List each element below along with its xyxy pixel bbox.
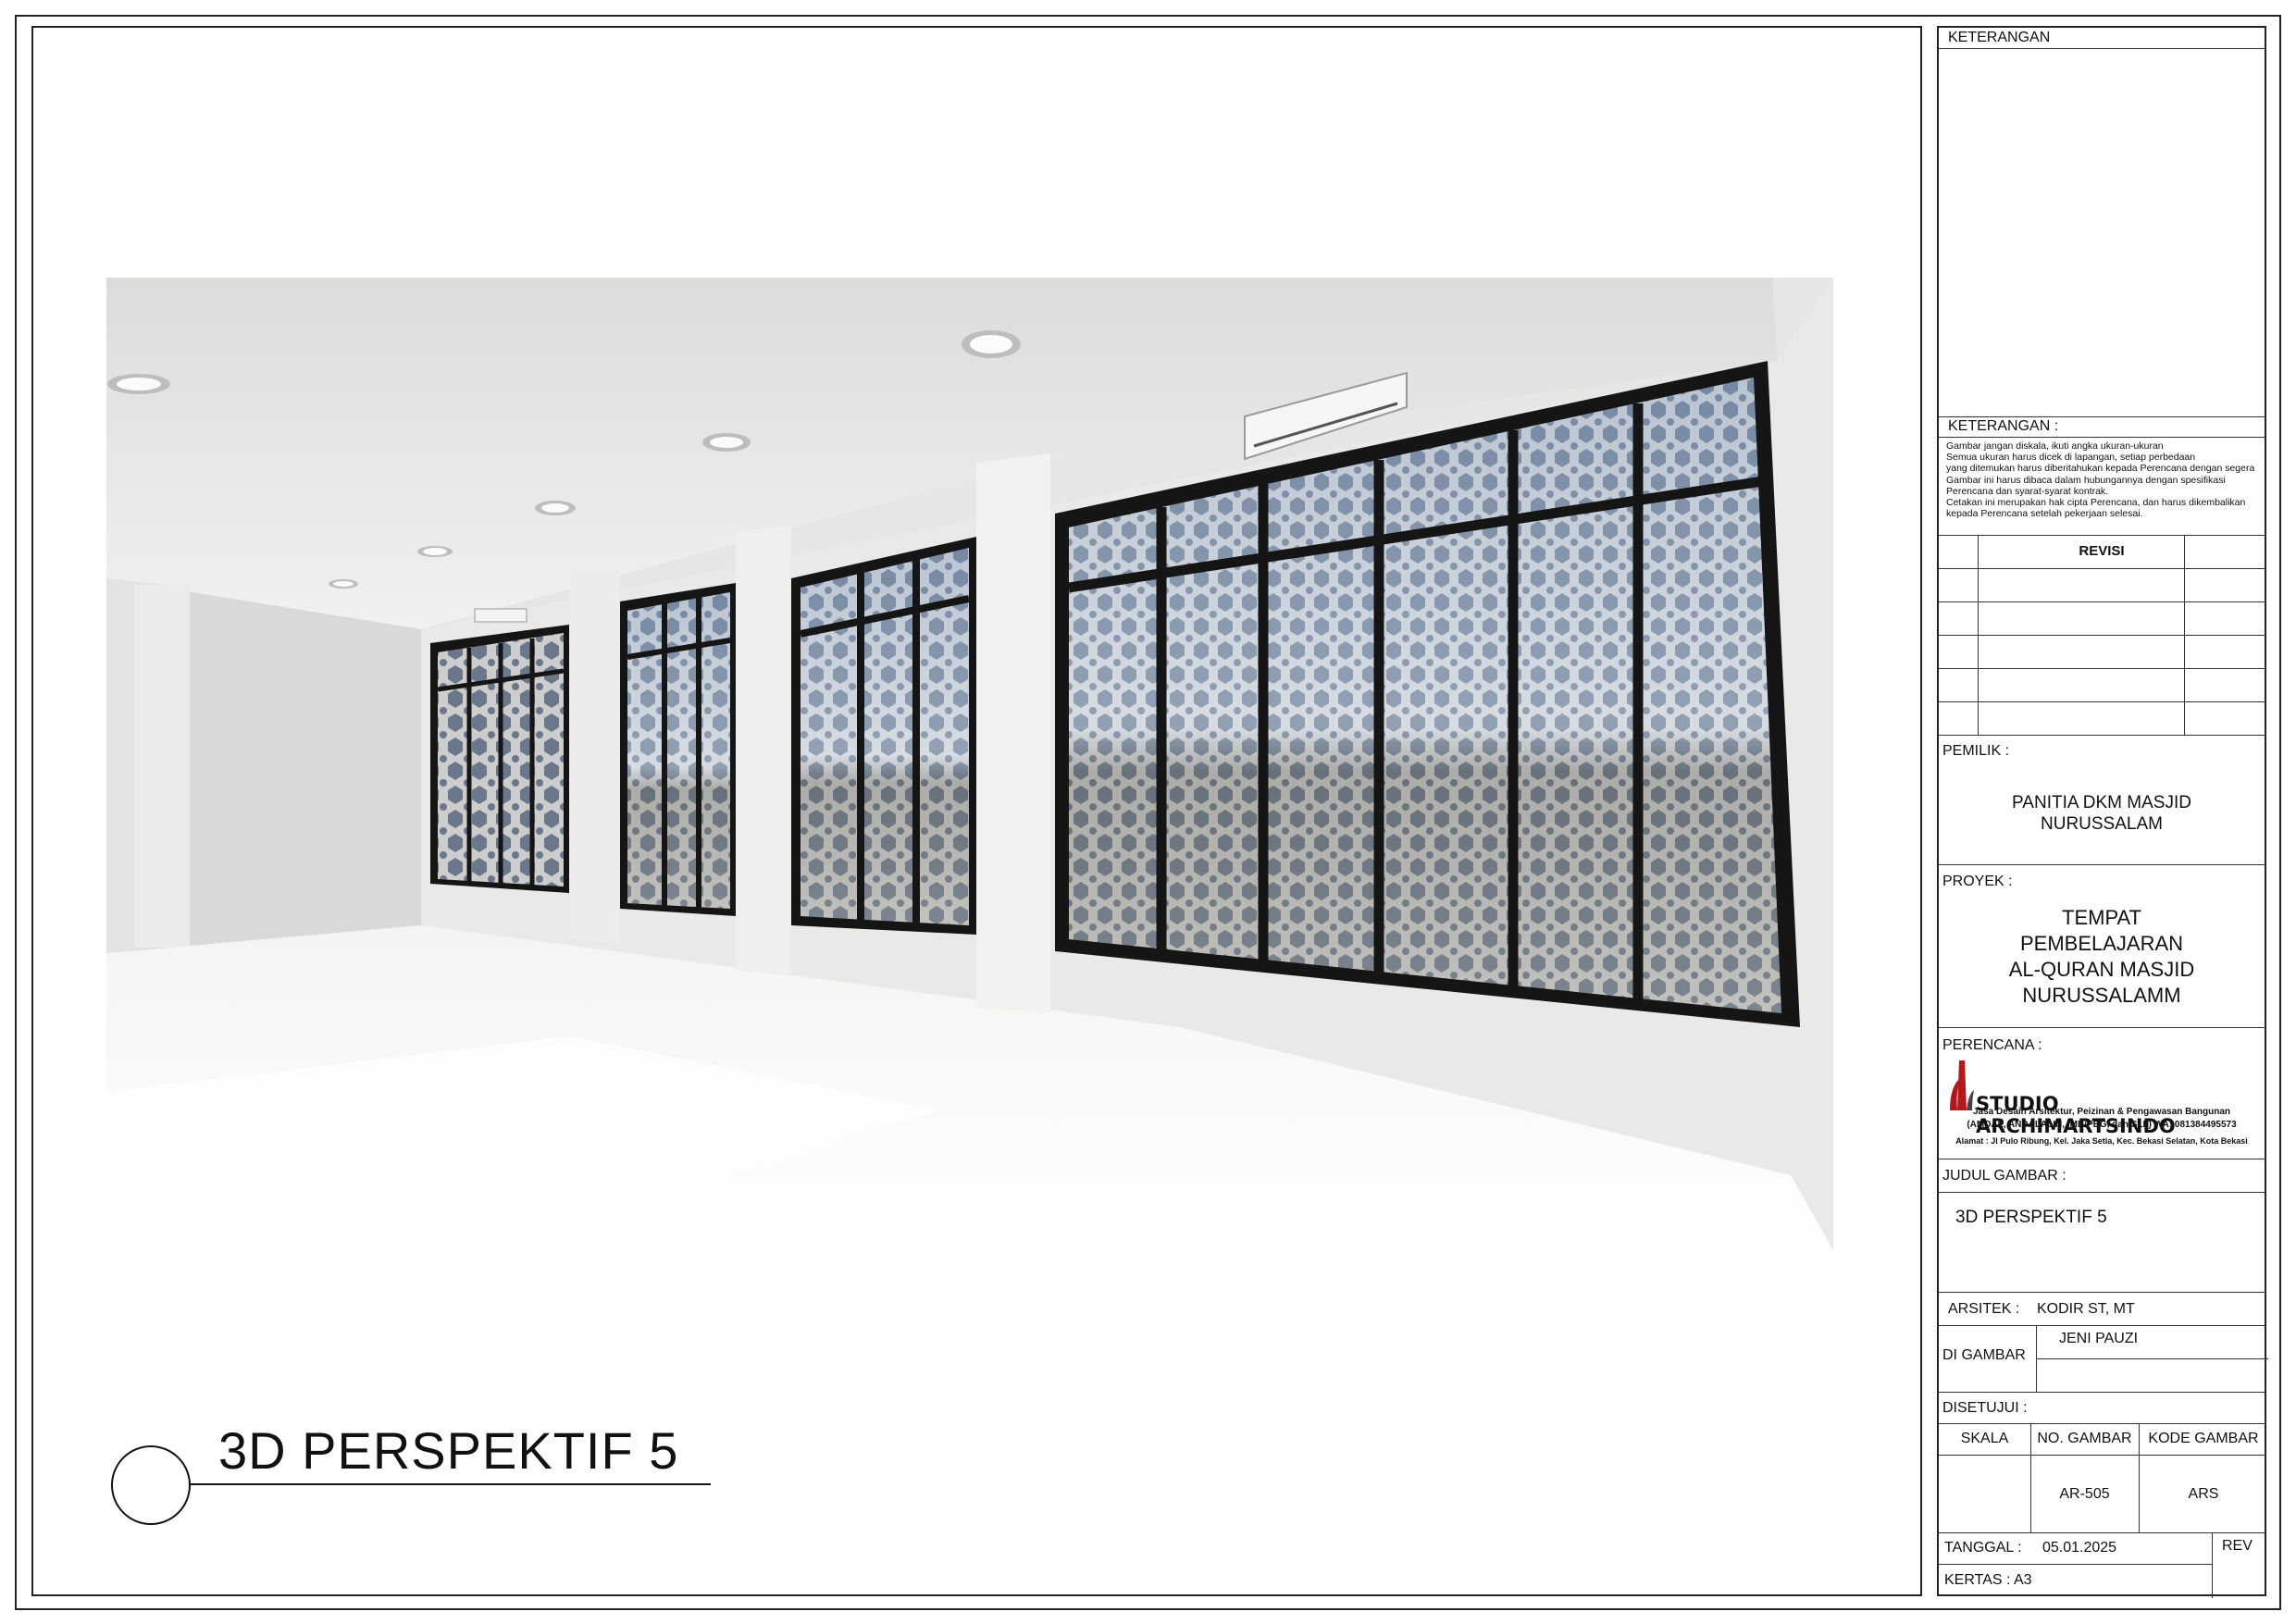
studio-name: STUDIO ARCHIMARTSINDO [1976, 1093, 2176, 1137]
pemilik-value: PANITIA DKM MASJID NURUSSALAM [2012, 793, 2191, 834]
digambar-label: DI GAMBAR [1942, 1347, 2026, 1363]
no-gambar-value: AR-505 [2059, 1486, 2110, 1502]
proyek-value: TEMPAT PEMBELAJARAN AL-QURAN MASJID NURU… [2008, 906, 2195, 1007]
divider [1939, 1455, 2265, 1456]
kode-gambar-label: KODE GAMBAR [2148, 1431, 2259, 1446]
drawing-area-border [31, 26, 1922, 1596]
judul-gambar-label: JUDUL GAMBAR : [1942, 1168, 2066, 1184]
revisi-header: REVISI [2079, 543, 2125, 559]
kertas-label: KERTAS : A3 [1944, 1572, 2032, 1588]
divider [1939, 1027, 2265, 1028]
drawing-title-underline [191, 1483, 711, 1485]
divider [2139, 1423, 2140, 1532]
keterangan-label: KETERANGAN : [1948, 418, 2059, 434]
tanggal-value: 05.01.2025 [2042, 1540, 2117, 1556]
arsitek-label: ARSITEK : [1948, 1301, 2020, 1317]
studio-logo-icon [1950, 1060, 1974, 1110]
divider [1939, 1564, 2212, 1565]
tanggal-label: TANGGAL : [1944, 1540, 2022, 1556]
drawing-title: 3D PERSPEKTIF 5 [218, 1421, 679, 1480]
divider [1939, 48, 2265, 49]
divider [1939, 535, 2265, 536]
proyek-label: PROYEK : [1942, 874, 2013, 889]
divider [1939, 1392, 2265, 1393]
divider [1939, 701, 2265, 702]
divider [1939, 1192, 2265, 1193]
studio-services: Jasa Desain Arsitektur, Peizinan & Penga… [1972, 1107, 2231, 1117]
divider [1939, 864, 2265, 865]
divider [2212, 1532, 2213, 1598]
divider [1939, 1325, 2265, 1326]
pemilik-label: PEMILIK : [1942, 743, 2010, 759]
studio-address: Alamat : Jl Pulo Ribung, Kel. Jaka Setia… [1955, 1136, 2248, 1146]
divider [1939, 668, 2265, 669]
divider [1939, 601, 2265, 602]
disetujui-label: DISETUJUI : [1942, 1400, 2028, 1416]
divider [1978, 535, 1979, 735]
divider [2184, 535, 2185, 735]
arsitek-value: KODIR ST, MT [2037, 1301, 2135, 1317]
digambar-value: JENI PAUZI [2059, 1331, 2139, 1346]
divider [1939, 568, 2265, 569]
interior-render-illustration [106, 278, 1833, 1250]
divider [2036, 1358, 2268, 1359]
divider [1939, 437, 2265, 438]
perspective-render [106, 278, 1833, 1250]
keterangan-top-label: KETERANGAN [1948, 30, 2051, 45]
divider [1939, 416, 2265, 417]
drawing-title-circle [111, 1445, 191, 1525]
divider [1939, 635, 2265, 636]
sheet-border [15, 15, 2281, 1610]
divider [1939, 1532, 2265, 1533]
title-block: KETERANGAN KETERANGAN : Gambar jangan di… [1937, 26, 2268, 1598]
no-gambar-label: NO. GAMBAR [2037, 1431, 2132, 1446]
divider [1939, 1292, 2265, 1293]
judul-gambar-value: 3D PERSPEKTIF 5 [1955, 1208, 2107, 1227]
divider [1939, 735, 2265, 736]
perencana-label: PERENCANA : [1942, 1037, 2042, 1053]
divider [2030, 1423, 2031, 1532]
kode-gambar-value: ARS [2188, 1486, 2219, 1502]
skala-label: SKALA [1960, 1431, 2009, 1446]
general-notes: Gambar jangan diskala, ikuti angka ukura… [1946, 440, 2255, 520]
divider [1939, 1423, 2265, 1424]
rev-label: REV [2222, 1538, 2253, 1554]
studio-contact: (AMDAL, ANDALALIN, IMB/PBG, dan SLF) WA:… [1967, 1120, 2237, 1130]
